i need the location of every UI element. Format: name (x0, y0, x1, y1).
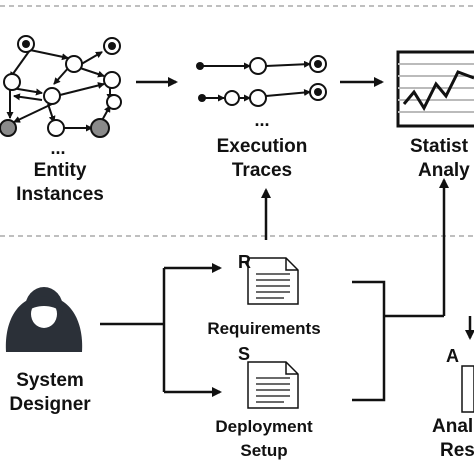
chart-icon (396, 50, 474, 128)
analysis-document-icon (461, 365, 474, 413)
system-designer-icon (5, 287, 83, 352)
deployment-label-line1: Deployment (215, 417, 313, 436)
entity-label-line1: Entity (34, 160, 87, 181)
requirements-tag: R (238, 252, 251, 272)
traces-label-line1: Execution (217, 136, 308, 157)
stats-label-line2: Analy (418, 160, 470, 181)
deployment-label-line2: Setup (240, 441, 287, 460)
entity-dots: ... (50, 138, 65, 158)
traces-label-line2: Traces (232, 160, 292, 181)
merge-bracket (352, 280, 444, 402)
stats-label-line1: Statist (410, 136, 469, 157)
execution-traces (196, 55, 327, 107)
analysis-label-line1: Anal (432, 416, 473, 437)
analysis-label-line2: Res (440, 440, 474, 461)
deployment-tag: S (238, 344, 250, 364)
entity-label-line2: Instances (16, 184, 104, 205)
node-grey-icon (0, 119, 17, 137)
designer-fork (100, 263, 222, 397)
entity-graph (0, 35, 122, 138)
designer-label-line1: System (16, 370, 84, 391)
designer-label-line2: Designer (9, 394, 91, 415)
requirements-document-icon (247, 257, 299, 305)
deployment-document-icon (247, 361, 299, 409)
requirements-label: Requirements (207, 319, 320, 338)
analysis-tag: A (446, 346, 459, 366)
traces-dots: ... (254, 110, 269, 130)
